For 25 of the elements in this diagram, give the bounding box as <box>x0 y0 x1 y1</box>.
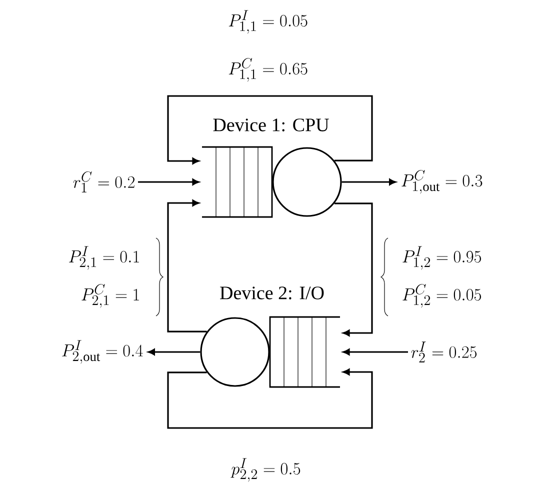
server-circle <box>200 317 270 387</box>
formula-label: $r_2^I = 0.25$ <box>411 342 477 362</box>
arrow <box>167 200 207 332</box>
device-title: Device 1: CPU <box>213 118 329 132</box>
formula-label: $P_{1,1}^C = 0.65$ <box>228 58 308 82</box>
arrow <box>148 348 200 356</box>
arrow <box>342 178 396 186</box>
formula-label: $P_{2,\mathrm{out}}^I = 0.4$ <box>62 340 143 364</box>
formula-label: $P_{1,2}^C = 0.05$ <box>402 284 482 308</box>
device-title: Device 2: I/O <box>220 286 324 300</box>
formula-label: $r_1^C = 0.2$ <box>73 171 134 192</box>
queue-drawing <box>269 316 340 388</box>
formula-label: $P_{1,1}^I = 0.05$ <box>228 10 308 34</box>
arrow <box>342 348 408 356</box>
formula-label: $P_{2,1}^C = 1$ <box>82 284 139 308</box>
arrow <box>334 202 373 336</box>
server-circle <box>272 147 342 217</box>
formula-label: $P_{1,\mathrm{out}}^C = 0.3$ <box>402 170 482 194</box>
formula-label: $P_{2,1}^I = 0.1$ <box>69 246 139 270</box>
formula-label: $p_{2,2}^I = 0.5$ <box>230 458 300 482</box>
arrow <box>167 368 373 429</box>
arrow <box>138 178 200 186</box>
arrow <box>167 95 373 164</box>
queue-drawing <box>202 146 273 218</box>
formula-label: $P_{1,2}^I = 0.95$ <box>402 246 482 270</box>
